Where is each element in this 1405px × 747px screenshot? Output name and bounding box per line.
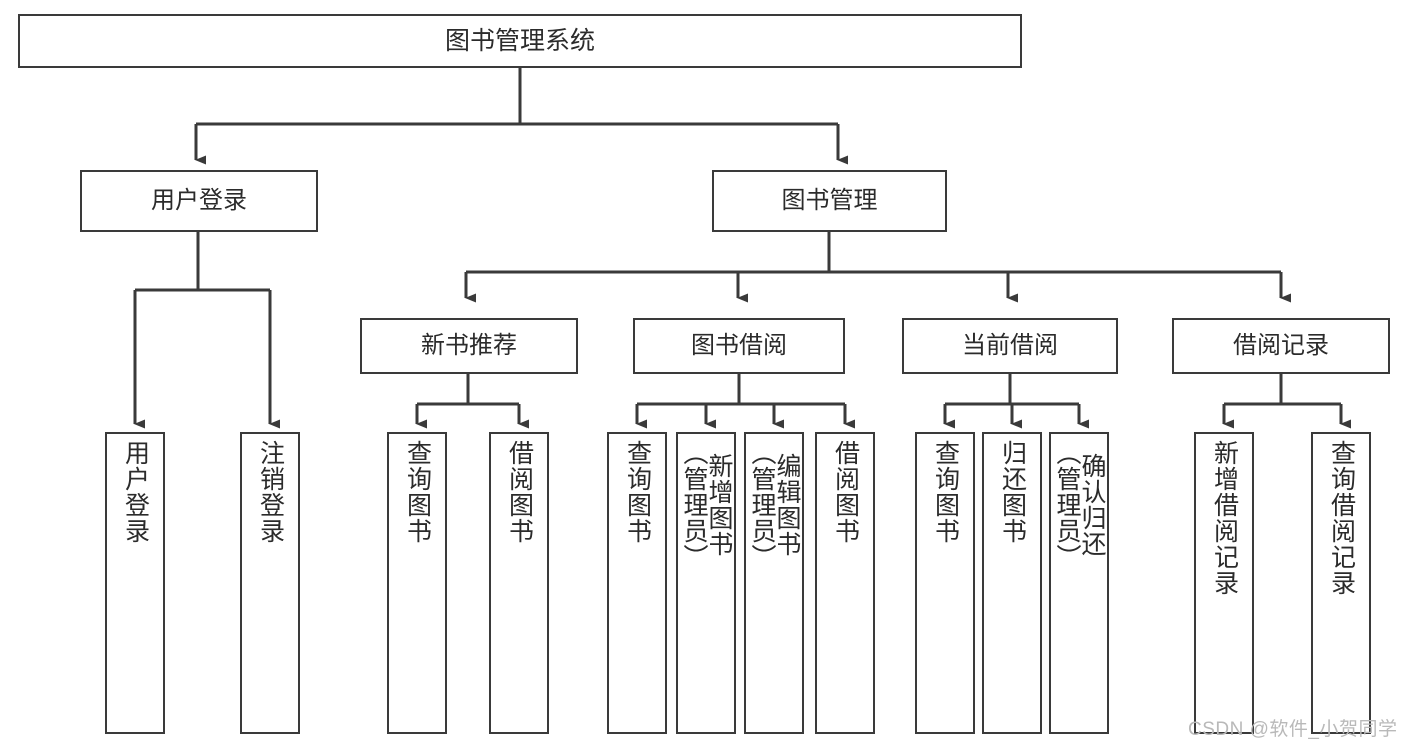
node-leaf-user-login[interactable]: 用户登录 <box>105 432 165 734</box>
node-leaf-add-record-label: 新增借阅记录 <box>1210 440 1239 596</box>
node-leaf-borrow-book-2-label: 借阅图书 <box>831 440 860 544</box>
node-leaf-return-book-label: 归还图书 <box>998 440 1027 544</box>
node-book-management[interactable]: 图书管理 <box>712 170 947 232</box>
node-new-book-recommend[interactable]: 新书推荐 <box>360 318 578 374</box>
node-book-management-label: 图书管理 <box>781 186 878 214</box>
node-leaf-add-record[interactable]: 新增借阅记录 <box>1194 432 1254 734</box>
node-current-borrow[interactable]: 当前借阅 <box>902 318 1118 374</box>
node-leaf-query-book-1-label: 查询图书 <box>403 440 432 544</box>
node-leaf-return-book[interactable]: 归还图书 <box>982 432 1042 734</box>
node-leaf-confirm-return[interactable]: 确认归还 （管理员） <box>1049 432 1109 734</box>
node-leaf-query-book-2-label: 查询图书 <box>623 440 652 544</box>
node-current-borrow-label: 当前借阅 <box>962 331 1058 359</box>
node-leaf-borrow-book-1-label: 借阅图书 <box>505 440 534 544</box>
csdn-watermark: CSDN @软件_小贺同学 <box>1188 719 1398 740</box>
node-user-login[interactable]: 用户登录 <box>80 170 318 232</box>
node-root-system[interactable]: 图书管理系统 <box>18 14 1022 68</box>
node-new-book-recommend-label: 新书推荐 <box>421 331 517 359</box>
node-book-borrow[interactable]: 图书借阅 <box>633 318 845 374</box>
node-leaf-add-book-label: 新增图书 （管理员） <box>680 440 733 570</box>
node-leaf-user-login-label: 用户登录 <box>121 440 150 544</box>
node-leaf-query-book-1[interactable]: 查询图书 <box>387 432 447 734</box>
node-root-system-label: 图书管理系统 <box>444 27 595 55</box>
node-leaf-borrow-book-2[interactable]: 借阅图书 <box>815 432 875 734</box>
node-leaf-query-book-3[interactable]: 查询图书 <box>915 432 975 734</box>
node-borrow-record-label: 借阅记录 <box>1233 331 1329 359</box>
node-leaf-borrow-book-1[interactable]: 借阅图书 <box>489 432 549 734</box>
node-leaf-query-book-2[interactable]: 查询图书 <box>607 432 667 734</box>
node-book-borrow-label: 图书借阅 <box>691 331 787 359</box>
node-leaf-add-book[interactable]: 新增图书 （管理员） <box>676 432 736 734</box>
node-leaf-query-record[interactable]: 查询借阅记录 <box>1311 432 1371 734</box>
node-leaf-logout-login[interactable]: 注销登录 <box>240 432 300 734</box>
node-leaf-query-book-3-label: 查询图书 <box>931 440 960 544</box>
node-user-login-label: 用户登录 <box>151 186 247 214</box>
node-leaf-confirm-return-label: 确认归还 （管理员） <box>1053 440 1106 570</box>
node-leaf-edit-book-label: 编辑图书 （管理员） <box>748 440 801 570</box>
node-leaf-query-record-label: 查询借阅记录 <box>1327 440 1356 596</box>
node-borrow-record[interactable]: 借阅记录 <box>1172 318 1390 374</box>
node-leaf-edit-book[interactable]: 编辑图书 （管理员） <box>744 432 804 734</box>
node-leaf-logout-login-label: 注销登录 <box>256 440 285 544</box>
